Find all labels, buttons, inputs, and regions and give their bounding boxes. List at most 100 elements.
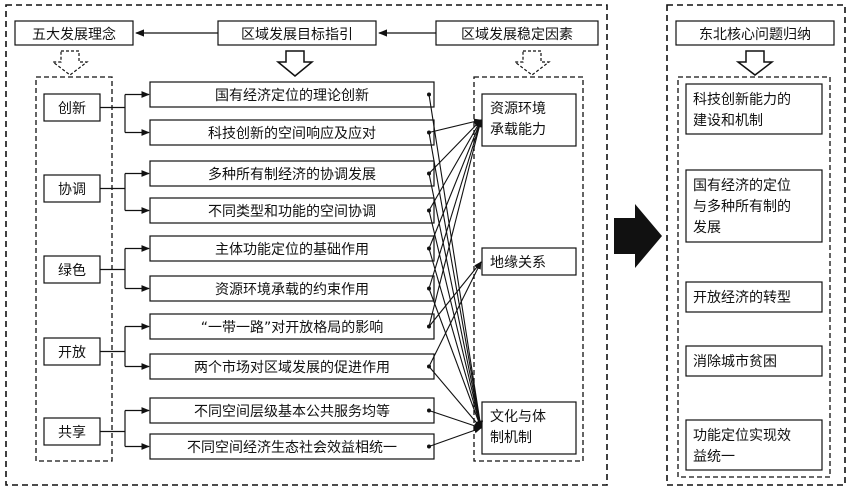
goal-factor-link [428,132,483,429]
goal-factor-link [428,119,482,174]
core-column-frame [677,76,831,478]
goal-label: 不同类型和功能的空间协调 [208,204,376,220]
goal-box: 主体功能定位的基础作用 [149,235,435,262]
link-dot [427,208,431,213]
factor-label: 制机制 [490,430,532,446]
link-dot [427,246,431,251]
goal-box: 不同类型和功能的空间协调 [149,197,435,224]
hollow-arrow-concepts [51,50,89,76]
goal-factor-link [428,119,483,327]
goal-label: 资源环境承载的约束作用 [215,282,369,298]
core-issue-box: 开放经济的转型 [685,281,823,313]
factor-label: 文化与体 [490,409,546,425]
link-dot [427,171,431,176]
header-five-concepts: 五大发展理念 [14,20,134,46]
goal-factor-link [428,119,482,249]
hollow-arrow-factors [513,50,551,76]
header-regional-goal: 区域发展目标指引 [217,20,377,46]
factors-column-frame [473,76,584,462]
header-northeast-core-label: 东北核心问题归纳 [699,26,811,43]
core-issue-label: 发展 [693,220,721,236]
goal-factor-link [428,118,482,134]
goal-box: 多种所有制经济的协调发展 [149,160,435,187]
generated-elements: 国有经济定位的理论创新科技创新的空间响应及应对多种所有制经济的协调发展不同类型和… [43,81,823,471]
right-panel-frame [666,4,846,486]
link-dot [427,286,431,291]
link-dot [427,364,431,369]
goal-label: 主体功能定位的基础作用 [215,241,369,258]
big-arrow [614,204,662,268]
goal-factor-link [428,94,483,429]
core-issue-label: 功能定位实现效 [693,428,791,444]
factor-label: 资源环境 [490,101,546,117]
header-northeast-core: 东北核心问题归纳 [675,20,835,46]
goal-factor-link [428,261,482,327]
factor-box: 地缘关系 [481,247,577,276]
goal-box: 资源环境承载的约束作用 [149,275,435,302]
goal-label: 不同空间层级基本公共服务均等 [194,403,390,420]
goal-factor-link [428,119,482,289]
concept-label: 绿色 [58,262,86,279]
concept-box: 创新 [43,93,101,122]
goal-label: 不同空间经济生态社会效益相统一 [187,440,397,456]
goal-factor-link [428,119,482,211]
concept-label: 创新 [58,101,86,117]
goal-label: “一带一路”对开放格局的影响 [201,320,384,336]
goal-box: 两个市场对区域发展的促进作用 [149,353,435,380]
core-issue-label: 与多种所有制的 [693,198,791,215]
core-issue-label: 益统一 [693,449,735,465]
concept-box: 绿色 [43,255,101,284]
link-dot [427,92,431,97]
goal-factor-link [428,210,483,429]
concept-bracket [100,323,150,370]
header-regional-goal-label: 区域发展目标指引 [241,27,353,43]
goal-box: 不同空间经济生态社会效益相统一 [149,433,435,460]
goal-factor-link [428,173,483,429]
goal-factor-link [428,288,482,429]
concept-bracket [100,91,150,136]
factor-label: 承载能力 [490,122,546,138]
concept-label: 协调 [58,182,86,198]
goal-factor-link [428,409,482,429]
concept-bracket [100,245,150,292]
link-dot [427,444,431,449]
core-issue-box: 消除城市贫困 [685,345,823,377]
link-dot [427,130,431,135]
goal-box: 国有经济定位的理论创新 [149,81,435,108]
goal-box: 不同空间层级基本公共服务均等 [149,397,435,424]
goal-label: 两个市场对区域发展的促进作用 [194,359,390,376]
link-dot [427,324,431,329]
header-stability-factors-label: 区域发展稳定因素 [461,27,573,43]
core-issue-label: 科技创新能力的 [693,92,791,108]
hollow-arrow-core [735,50,775,76]
concept-label: 共享 [58,424,86,441]
concept-bracket [100,407,150,450]
core-issue-label: 国有经济的定位 [693,178,791,194]
goal-factor-link [428,427,482,448]
goal-label: 国有经济定位的理论创新 [215,88,369,104]
core-issue-label: 消除城市贫困 [693,353,777,370]
header-five-concepts-label: 五大发展理念 [32,26,116,43]
goal-box: “一带一路”对开放格局的影响 [149,313,435,340]
concept-label: 开放 [58,345,86,361]
goal-factor-link [428,261,482,367]
concept-box: 协调 [43,174,101,203]
concept-bracket [100,170,150,214]
goal-box: 科技创新的空间响应及应对 [149,119,435,146]
link-dot [427,408,431,413]
left-panel-frame [5,4,608,486]
goal-factor-link [428,248,483,429]
hollow-arrow-goal [275,50,315,77]
header-stability-factors: 区域发展稳定因素 [435,20,599,46]
goal-label: 科技创新的空间响应及应对 [208,125,376,142]
core-issue-label: 建设和机制 [693,113,763,129]
concept-box: 开放 [43,337,101,366]
core-issue-label: 开放经济的转型 [693,290,791,306]
